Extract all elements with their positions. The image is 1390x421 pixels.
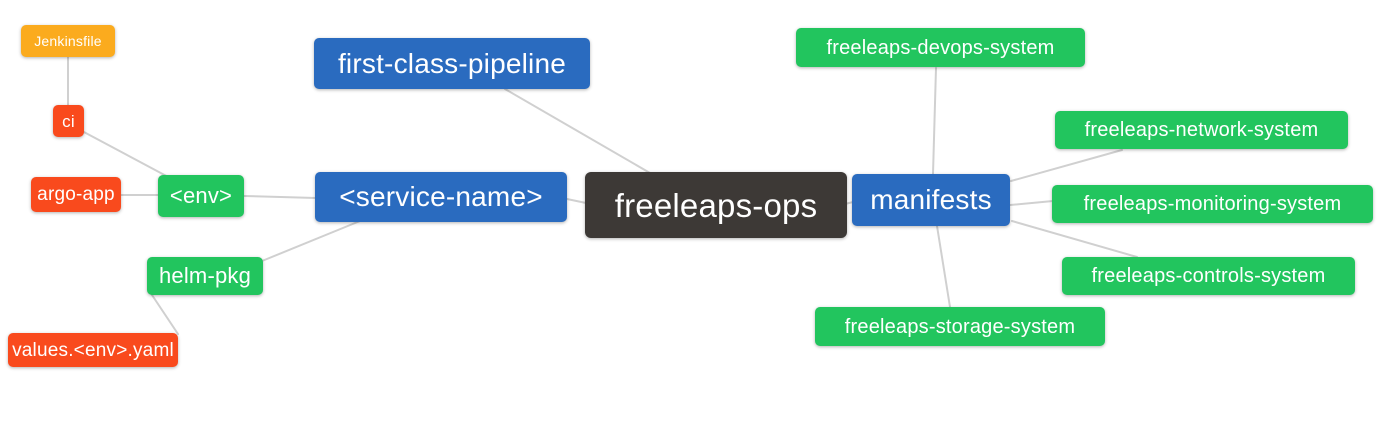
- edge-first-class-pipeline-freeleaps-ops: [504, 88, 651, 174]
- node-freeleaps-network-system[interactable]: freeleaps-network-system: [1055, 111, 1348, 149]
- edge-manifests-monitoring-system: [1009, 200, 1054, 206]
- edge-helm-pkg-service-name: [261, 220, 361, 262]
- node-freeleaps-ops-root[interactable]: freeleaps-ops: [585, 172, 847, 238]
- node-service-name[interactable]: <service-name>: [315, 172, 567, 222]
- node-freeleaps-devops-system[interactable]: freeleaps-devops-system: [796, 28, 1085, 67]
- edge-manifests-network-system: [1010, 149, 1123, 182]
- edge-manifests-controls-system: [1011, 220, 1138, 258]
- node-first-class-pipeline[interactable]: first-class-pipeline: [314, 38, 590, 89]
- node-helm-pkg[interactable]: helm-pkg: [147, 257, 263, 295]
- node-argo-app[interactable]: argo-app: [31, 177, 121, 212]
- node-ci[interactable]: ci: [53, 105, 84, 137]
- edge-values-env-yaml-helm-pkg: [151, 294, 179, 335]
- edge-manifests-devops-system: [932, 67, 937, 175]
- node-jenkinsfile[interactable]: Jenkinsfile: [21, 25, 115, 57]
- node-values-env-yaml[interactable]: values.<env>.yaml: [8, 333, 178, 367]
- node-freeleaps-controls-system[interactable]: freeleaps-controls-system: [1062, 257, 1355, 295]
- edge-service-name-freeleaps-ops: [566, 198, 587, 204]
- edge-env-service-name: [243, 195, 317, 199]
- edge-ci-env: [81, 130, 173, 180]
- node-manifests[interactable]: manifests: [852, 174, 1010, 226]
- edge-manifests-storage-system: [936, 225, 951, 308]
- node-freeleaps-storage-system[interactable]: freeleaps-storage-system: [815, 307, 1105, 346]
- node-env[interactable]: <env>: [158, 175, 244, 217]
- node-freeleaps-monitoring-system[interactable]: freeleaps-monitoring-system: [1052, 185, 1373, 223]
